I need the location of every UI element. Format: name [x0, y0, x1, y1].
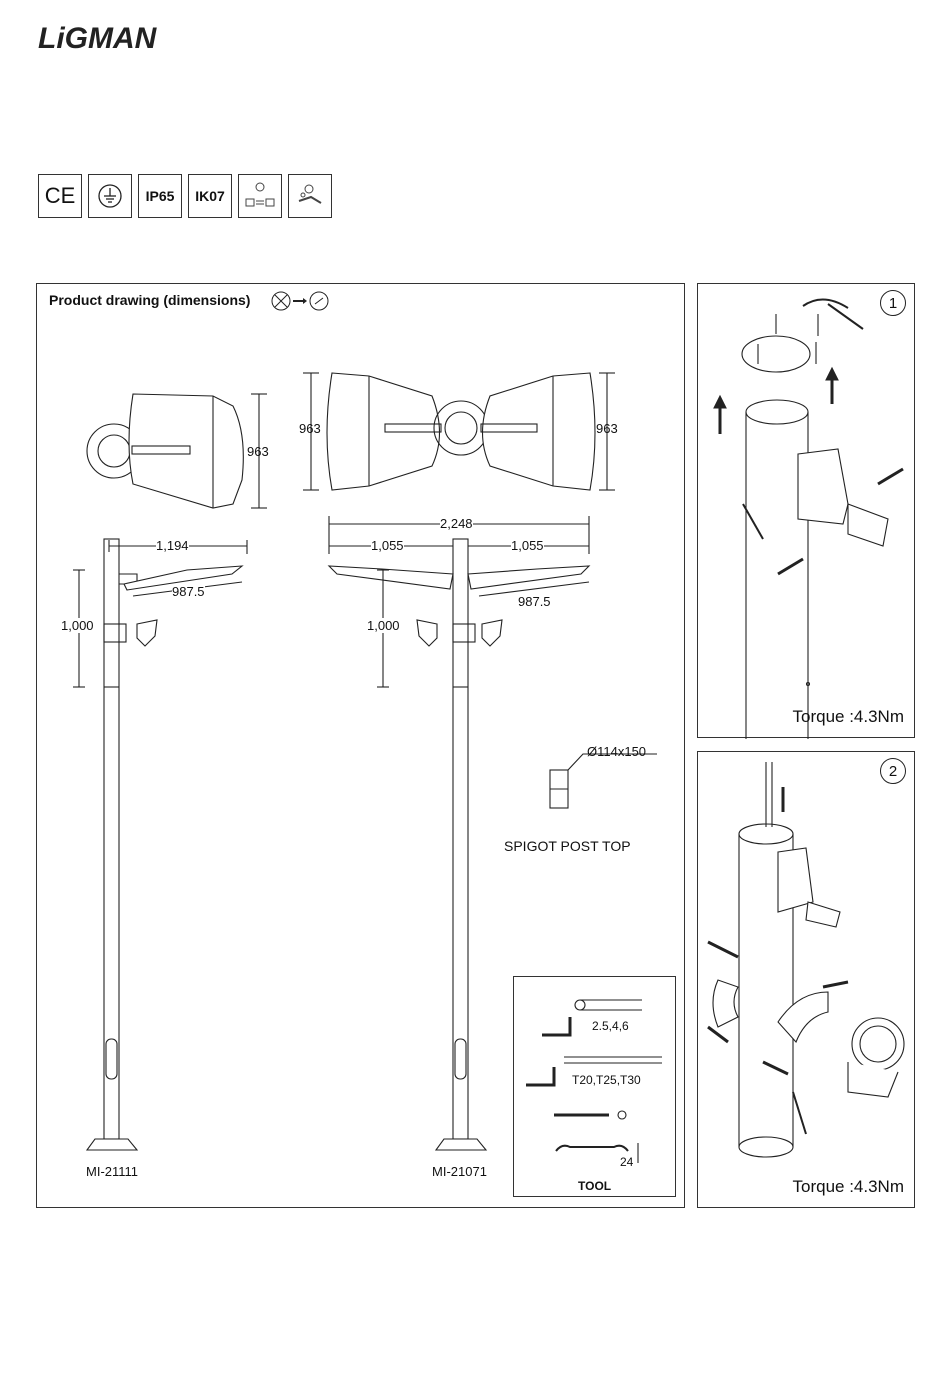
product-drawing-panel: Product drawing (dimensions) — [36, 283, 685, 1208]
tilt-adjust-icon — [238, 174, 282, 218]
dim-987-a: 987.5 — [172, 584, 205, 599]
model-label-b: MI-21071 — [432, 1164, 487, 1179]
ligman-logo: LiGMAN — [38, 20, 228, 54]
dim-width-2248: 2,248 — [440, 516, 473, 531]
dim-height-1000-a: 1,000 — [61, 618, 94, 633]
dim-width-1055-a: 1,055 — [371, 538, 404, 553]
brand-name: LiGMAN — [38, 22, 158, 54]
dim-width-1055-b: 1,055 — [511, 538, 544, 553]
tool-title: TOOL — [578, 1179, 611, 1193]
ce-mark-icon: CE — [38, 174, 82, 218]
ik07-badge: IK07 — [188, 174, 232, 218]
install-step-1-panel: 1 Torque :4.3Nm — [697, 283, 915, 738]
install-step-2-panel: 2 Torque :4.3Nm — [697, 751, 915, 1208]
dim-height-963-c: 963 — [596, 421, 618, 436]
dim-height-1000-b: 1,000 — [367, 618, 400, 633]
dim-width-1194: 1,194 — [156, 538, 189, 553]
step-2-illustration — [698, 752, 916, 1209]
certification-badges: CE IP65 IK07 — [38, 174, 332, 218]
torque-value: Torque :4.3Nm — [793, 1177, 905, 1197]
torx-key-sizes: T20,T25,T30 — [572, 1073, 641, 1087]
earth-ground-icon — [88, 174, 132, 218]
ip65-badge: IP65 — [138, 174, 182, 218]
rotate-adjust-icon — [288, 174, 332, 218]
step-1-illustration — [698, 284, 916, 739]
dim-height-963-a: 963 — [247, 444, 269, 459]
wrench-size: 24 — [620, 1155, 633, 1169]
tool-box: 2.5,4,6 T20,T25,T30 24 TOOL — [513, 976, 676, 1197]
dim-987-b: 987.5 — [518, 594, 551, 609]
torque-value: Torque :4.3Nm — [793, 707, 905, 727]
spigot-label: SPIGOT POST TOP — [504, 838, 631, 854]
dim-height-963-b: 963 — [299, 421, 321, 436]
spigot-dimension: Ø114x150 — [587, 744, 646, 759]
hex-key-sizes: 2.5,4,6 — [592, 1019, 629, 1033]
model-label-a: MI-21111 — [86, 1164, 138, 1179]
